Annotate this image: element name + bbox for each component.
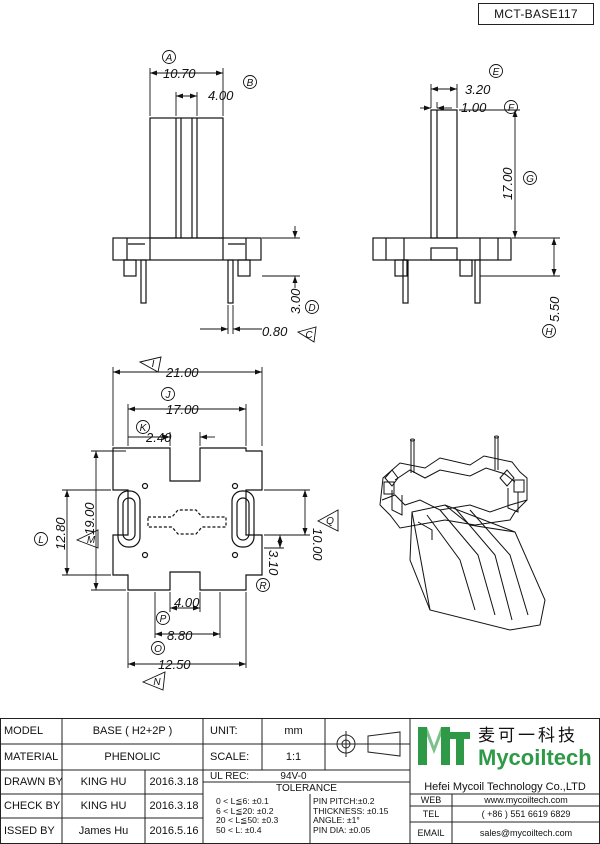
company-name: Hefei Mycoil Technology Co.,LTD — [424, 781, 586, 793]
dim-i: 21.00 — [165, 365, 199, 380]
callout-q: Q — [326, 516, 334, 527]
title-block: MODEL BASE ( H2+2P ) MATERIAL PHENOLIC D… — [0, 718, 600, 844]
top-view — [112, 447, 263, 591]
projection-symbol — [333, 731, 404, 757]
callout-r: R — [259, 581, 266, 592]
dim-o: 8.80 — [167, 628, 193, 643]
dim-f: 1.00 — [461, 100, 487, 115]
email-label: EMAIL — [417, 828, 445, 838]
callout-g: G — [526, 174, 534, 185]
scale-label: SCALE: — [210, 751, 250, 763]
tel-value: ( +86 ) 551 6619 6829 — [481, 809, 571, 819]
callout-letters: A B C D E F G H I J K L M N O P Q R — [38, 53, 553, 688]
dim-e: 3.20 — [465, 82, 491, 97]
side-view — [372, 109, 512, 304]
dim-g: 17.00 — [500, 167, 515, 200]
ulrec-label: UL REC: — [210, 770, 250, 782]
isometric-view — [379, 435, 546, 631]
callout-o: O — [154, 644, 162, 655]
tolerance-row: 20 < L≦50: ±0.3 — [216, 815, 279, 826]
dim-n: 12.50 — [158, 657, 191, 672]
technical-drawing: 10.70 4.00 0.80 3.00 3.20 1.00 17.00 5.5… — [34, 50, 562, 691]
drawn-name: KING HU — [80, 776, 127, 788]
callout-f: F — [508, 103, 515, 114]
unit-label: UNIT: — [210, 725, 238, 737]
dim-h: 5.50 — [547, 296, 562, 322]
tolerance-row: 0 < L≦6: ±0.1 — [216, 796, 269, 806]
title-block-grid — [0, 718, 600, 844]
issued-name: James Hu — [78, 825, 129, 837]
tolerance-row: 6 < L≦20: ±0.2 — [216, 805, 274, 816]
front-view — [112, 117, 262, 304]
tolerance-label: TOLERANCE — [276, 782, 337, 794]
issued-label: ISSED BY — [4, 825, 55, 837]
callout-n: N — [153, 677, 161, 688]
material-label: MATERIAL — [4, 751, 59, 763]
callout-h: H — [545, 327, 553, 338]
model-label: MODEL — [4, 725, 44, 737]
company-name-cn: 麦可一科技 — [478, 725, 578, 745]
callout-e: E — [493, 67, 500, 78]
front-view-dims — [149, 68, 300, 334]
dim-c: 0.80 — [262, 324, 288, 339]
tel-label: TEL — [422, 809, 440, 819]
drawn-label: DRAWN BY — [4, 776, 63, 788]
dim-d: 3.00 — [288, 288, 303, 314]
web-link[interactable]: www.mycoiltech.com — [484, 795, 568, 805]
scale-value: 1:1 — [285, 751, 302, 763]
callout-d: D — [308, 303, 315, 314]
tolerance-row: 50 < L: ±0.4 — [216, 824, 262, 835]
issued-date: 2016.5.16 — [149, 825, 199, 837]
ulrec-value: 94V-0 — [280, 770, 307, 782]
callout-b: B — [247, 78, 254, 89]
material-value: PHENOLIC — [104, 751, 161, 763]
check-label: CHECK BY — [4, 800, 61, 812]
dim-q: 10.00 — [310, 528, 325, 561]
email-link[interactable]: sales@mycoiltech.com — [479, 828, 573, 838]
dim-j: 17.00 — [166, 402, 199, 417]
check-name: KING HU — [80, 800, 127, 812]
callout-j: J — [165, 390, 172, 401]
dim-a: 10.70 — [163, 66, 196, 81]
side-view-dims — [420, 84, 560, 277]
tolerance-row: ANGLE: ±1° — [313, 815, 360, 826]
drawing-code: MCT-BASE117 — [478, 3, 594, 25]
tolerance-row: PIN PITCH:±0.2 — [313, 796, 375, 806]
callout-k: K — [140, 423, 148, 434]
dim-l: 12.80 — [53, 517, 68, 550]
check-date: 2016.3.18 — [149, 800, 199, 812]
dim-m: 19.00 — [82, 502, 97, 535]
model-value: BASE ( H2+2P ) — [92, 725, 173, 737]
tolerance-row: PIN DIA: ±0.05 — [313, 824, 371, 835]
dim-k: 2.40 — [145, 430, 172, 445]
callout-c: C — [305, 330, 313, 341]
callout-a: A — [165, 53, 173, 64]
dim-r: 3.10 — [266, 550, 281, 576]
web-label: WEB — [420, 795, 442, 805]
callout-l: L — [38, 535, 44, 546]
company-brand: Mycoiltech — [478, 745, 592, 770]
callout-m: M — [87, 535, 96, 546]
dim-p: 4.00 — [174, 595, 200, 610]
callout-shapes — [34, 50, 556, 691]
tolerance-ranges: 0 < L≦6: ±0.1 6 < L≦20: ±0.2 20 < L≦50: … — [216, 796, 279, 835]
callout-p: P — [160, 614, 167, 625]
dim-b: 4.00 — [208, 88, 234, 103]
drawn-date: 2016.3.18 — [149, 776, 199, 788]
company-logo-mark — [418, 727, 470, 765]
callout-i: I — [152, 359, 155, 370]
top-view-dims — [62, 367, 310, 668]
tolerance-row: THICKNESS: ±0.15 — [313, 805, 389, 816]
unit-value: mm — [284, 725, 303, 737]
dim-texts: 10.70 4.00 0.80 3.00 3.20 1.00 17.00 5.5… — [53, 66, 562, 672]
tolerance-specs: PIN PITCH:±0.2 THICKNESS: ±0.15 ANGLE: ±… — [313, 796, 389, 835]
